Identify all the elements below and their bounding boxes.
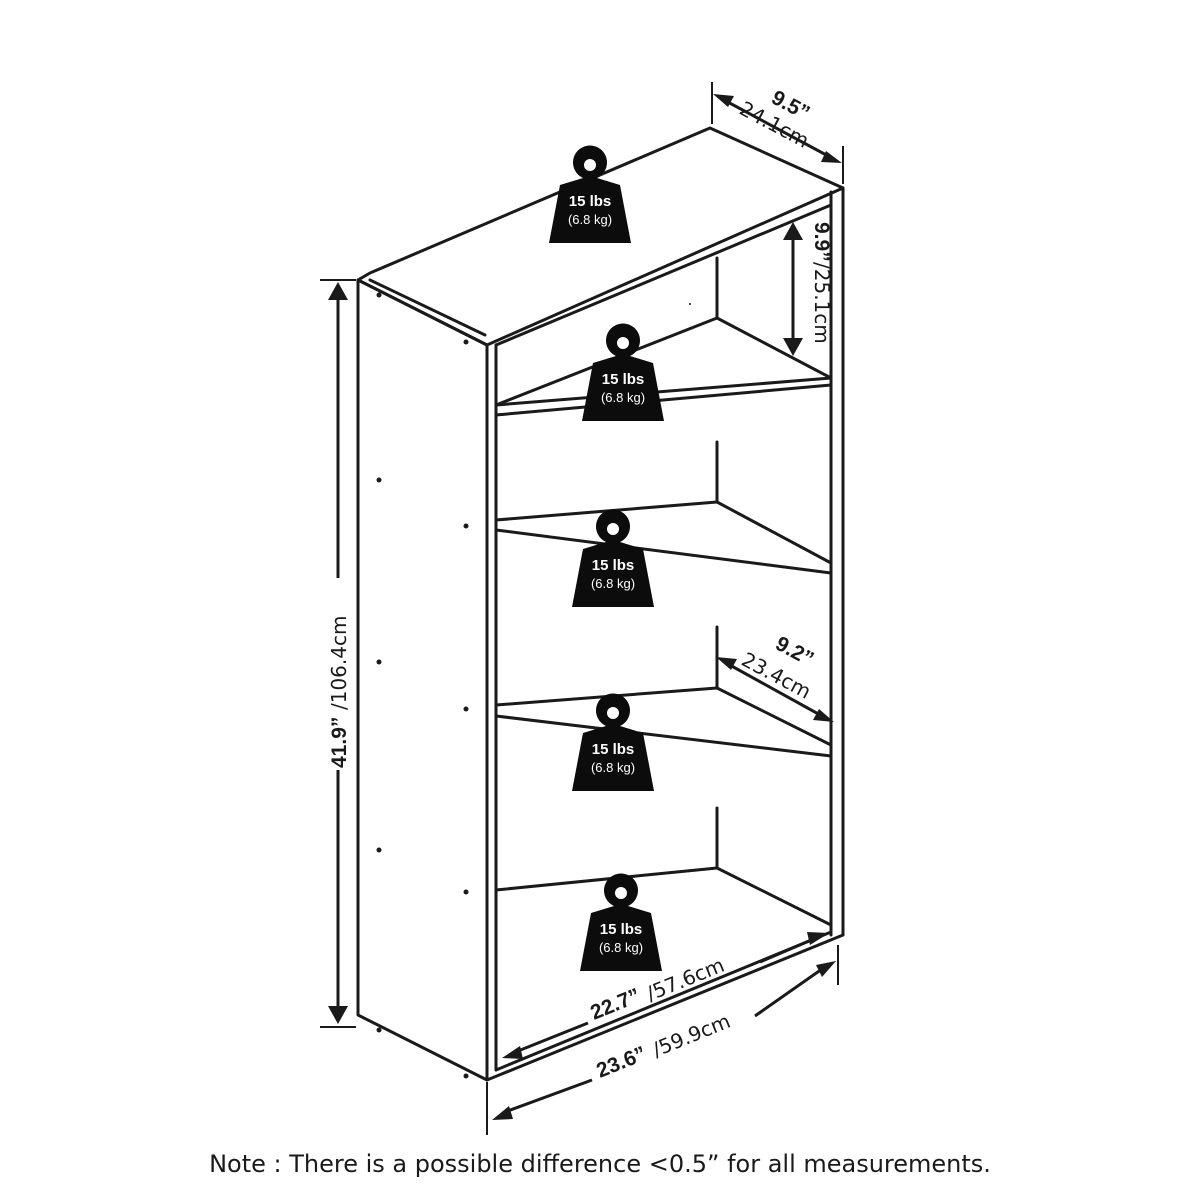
svg-text:(6.8 kg): (6.8 kg): [599, 940, 643, 955]
svg-text:41.9”: 41.9”: [328, 717, 351, 768]
svg-text:9.9”: 9.9”: [810, 222, 833, 262]
svg-text:(6.8 kg): (6.8 kg): [591, 760, 635, 775]
shelf-fronts: [494, 376, 833, 407]
weight-icon-shelf-3: 15 lbs (6.8 kg): [572, 693, 654, 791]
dimension-total-height: 41.9” /106.4cm: [320, 279, 356, 1028]
dimension-outer-width: 23.6” /59.9cm: [486, 945, 839, 1135]
svg-text:23.6”: 23.6”: [593, 1042, 649, 1083]
shelf-1: [494, 316, 833, 417]
svg-text:15 lbs: 15 lbs: [569, 193, 612, 210]
svg-text:(6.8 kg): (6.8 kg): [591, 576, 635, 591]
weight-icon-top: 15 lbs (6.8 kg): [549, 145, 631, 243]
svg-text:15 lbs: 15 lbs: [592, 557, 635, 574]
dimension-depth: 9.5” 24.1cm: [711, 82, 844, 184]
measurement-note: Note : There is a possible difference <0…: [209, 1150, 991, 1178]
svg-text:/25.1cm: /25.1cm: [810, 262, 834, 344]
dimension-shelf-height: 9.9” /25.1cm: [783, 222, 834, 356]
svg-text:(6.8 kg): (6.8 kg): [601, 390, 645, 405]
svg-text:/59.9cm: /59.9cm: [649, 1009, 734, 1062]
shelf-3: [494, 686, 833, 758]
weight-icon-shelf-2: 15 lbs (6.8 kg): [572, 509, 654, 607]
shelves: [494, 316, 833, 927]
svg-text:15 lbs: 15 lbs: [600, 921, 643, 938]
weight-icon-shelf-4: 15 lbs (6.8 kg): [580, 873, 662, 971]
svg-text:15 lbs: 15 lbs: [592, 741, 635, 758]
dimension-shelf-depth: 9.2” 23.4cm: [716, 632, 834, 722]
weight-icon-shelf-1: 15 lbs (6.8 kg): [582, 323, 664, 421]
svg-text:15 lbs: 15 lbs: [602, 371, 645, 388]
shelf-4: [494, 866, 833, 927]
svg-text:(6.8 kg): (6.8 kg): [568, 212, 612, 227]
side-panel-holes: [376, 292, 691, 1079]
shelf-2: [494, 500, 833, 575]
svg-text:/106.4cm: /106.4cm: [327, 616, 351, 710]
